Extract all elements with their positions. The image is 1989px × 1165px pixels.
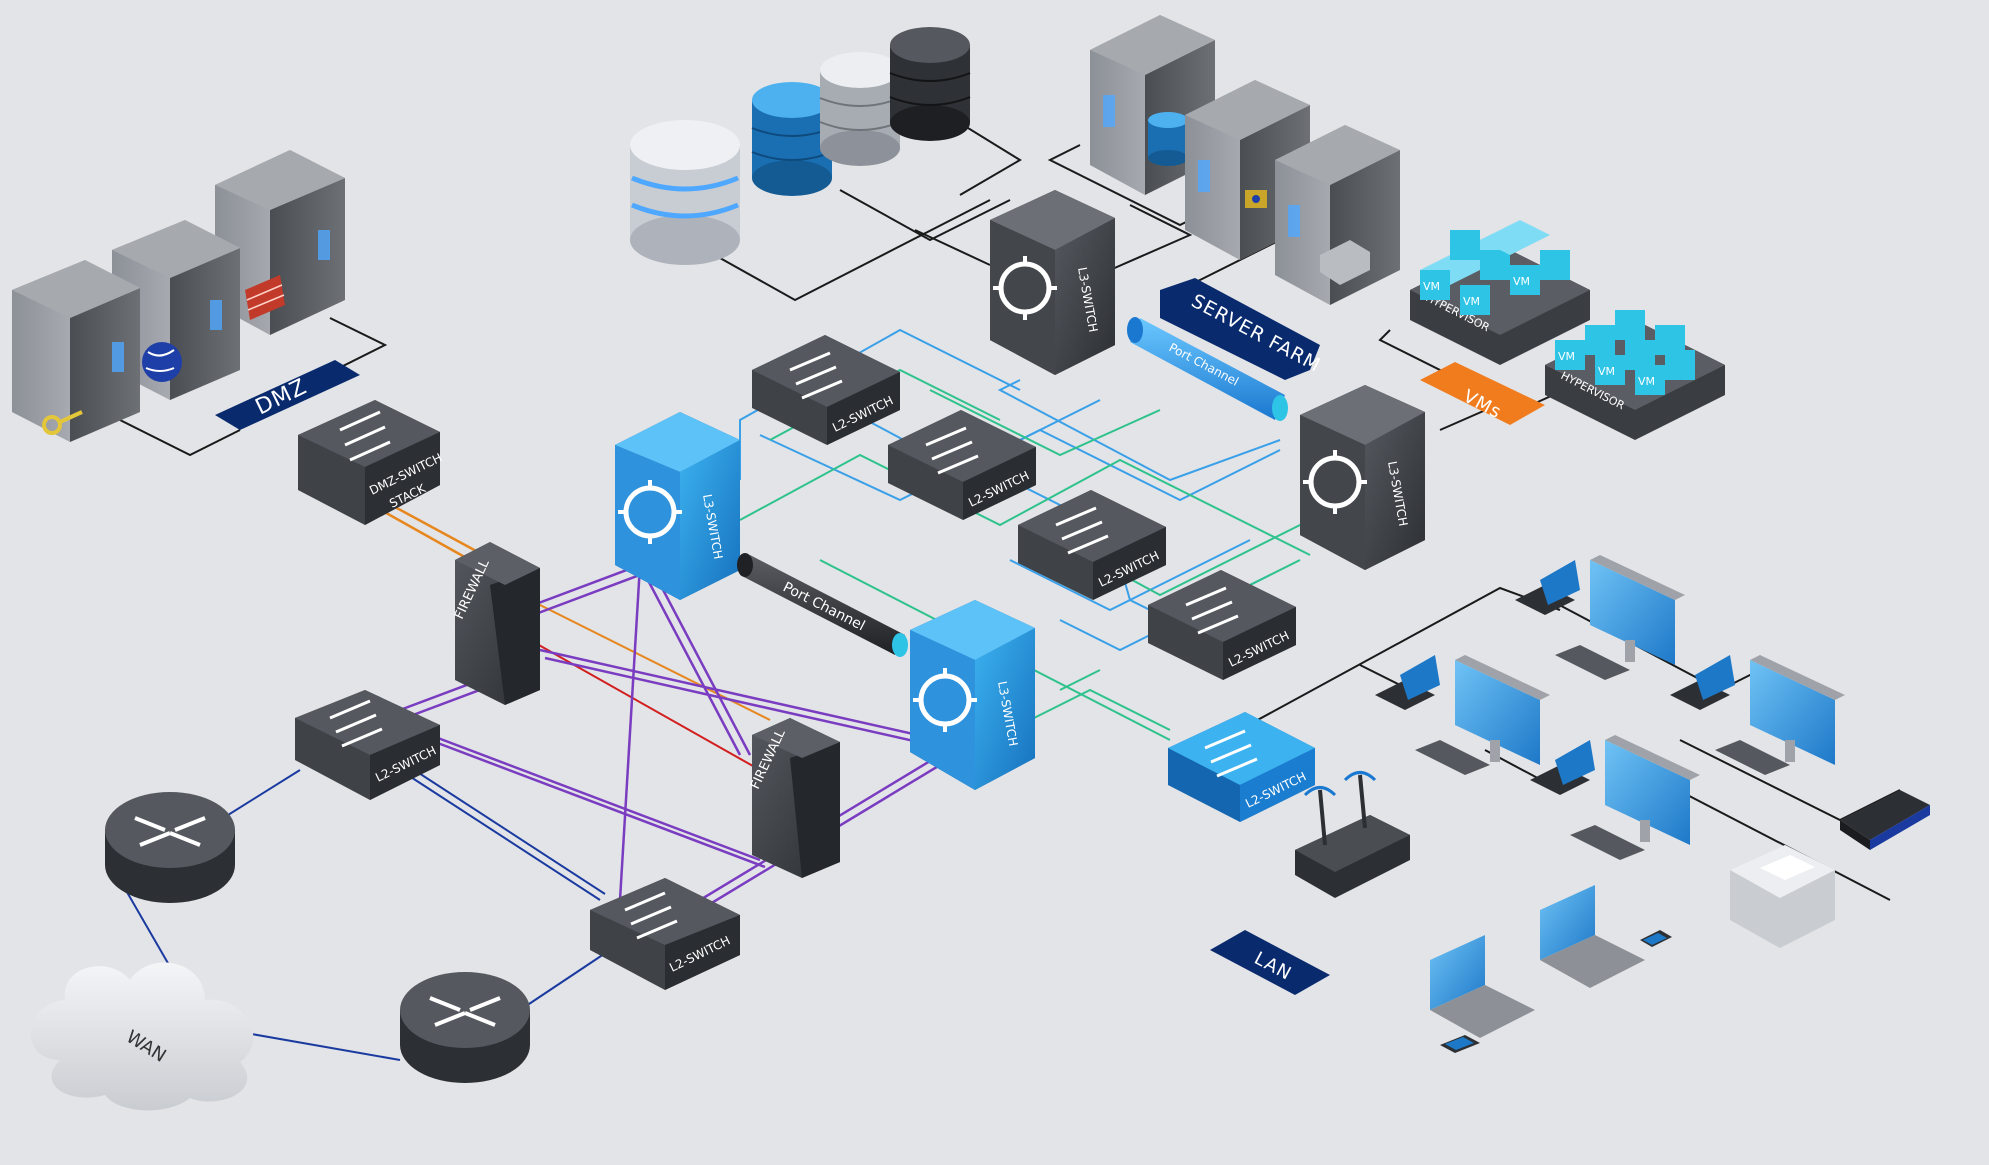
l2-switch-dist-3: L2-SWITCH (1018, 490, 1166, 600)
fw-red-link (529, 639, 761, 771)
db-link (839, 189, 1011, 242)
keyboard-icon (1570, 825, 1645, 860)
monitor-icon (1590, 555, 1685, 665)
database-icon (630, 120, 740, 265)
purple-link (429, 733, 761, 862)
hypervisor-2: HYPERVISOR VM VM VM (1545, 310, 1725, 440)
vm-label: VM (1513, 275, 1530, 288)
monitor-icon (1750, 655, 1845, 765)
wan-link (519, 949, 611, 1011)
l2-switch-wan-1: L2-SWITCH (295, 690, 440, 800)
ip-phone-icon (1515, 560, 1580, 615)
laptop-icon (1540, 885, 1645, 988)
db-link (954, 119, 1022, 196)
monitor-icon (1455, 655, 1550, 765)
firewall-2: FIREWALL (748, 718, 840, 878)
monitor-icon (1605, 735, 1700, 845)
database-icon (819, 52, 901, 166)
database-icon (1148, 112, 1188, 166)
vm-label: VM (1558, 350, 1575, 363)
l2-switch-dist-4: L2-SWITCH (1148, 570, 1296, 680)
dmz-link (119, 419, 241, 457)
lan-label: LAN (1210, 930, 1330, 995)
l2-switch-dist-1: L2-SWITCH (752, 335, 900, 445)
l2-switch-wan-2: L2-SWITCH (590, 878, 740, 990)
purple-link (434, 740, 766, 869)
l3-switch-core-2: L3-SWITCH (910, 600, 1035, 790)
dmz-label-text: DMZ (252, 374, 311, 420)
database-icon (889, 27, 971, 141)
vm-label: VM (1598, 365, 1615, 378)
server-link (1109, 204, 1193, 271)
brick-firewall-icon (245, 275, 285, 320)
vm-label: VM (1463, 295, 1480, 308)
ip-phone-icon (1670, 655, 1735, 710)
dmz-firewall-link (381, 498, 479, 554)
l3-switch-core-1: L3-SWITCH (615, 412, 740, 600)
green-mesh-link (929, 389, 1161, 457)
l3-switch-server-farm-2: L3-SWITCH (1300, 385, 1425, 570)
wireless-router-icon (1295, 771, 1410, 898)
l3-switch-server-farm: L3-SWITCH (990, 190, 1115, 375)
blue-mesh-link (1009, 539, 1251, 612)
lock-icon (1245, 190, 1267, 208)
purple-link (544, 656, 946, 750)
ip-phone-icon (1530, 740, 1595, 795)
port-channel-label: Port Channel (780, 579, 867, 634)
vm-cluster: VM VM VM (1555, 310, 1695, 395)
firewall-1: FIREWALL (452, 542, 540, 705)
db-link (719, 199, 991, 302)
tablet-icon (1440, 1035, 1480, 1053)
vms-label: VMs (1420, 362, 1545, 425)
purple-link (648, 564, 752, 756)
green-access-link (1029, 688, 1171, 731)
port-channel-core: Port Channel (737, 553, 908, 657)
purple-link (638, 564, 742, 756)
keyboard-icon (1555, 645, 1630, 680)
purple-link (618, 564, 642, 901)
blue-mesh-link (997, 379, 1281, 482)
smartphone-icon (1640, 930, 1672, 947)
router-icon (105, 792, 235, 903)
vm-label: VM (1638, 375, 1655, 388)
dmz-firewall-link (371, 503, 471, 562)
vm-label: VM (1423, 280, 1440, 293)
wan-link (404, 763, 606, 895)
server-icon (215, 150, 345, 335)
hypervisor-1: HYPERVISOR VM VM VM (1410, 220, 1590, 365)
wan-link (399, 769, 601, 901)
database-icon (751, 82, 833, 196)
keyboard-icon (1415, 740, 1490, 775)
router-icon (400, 972, 530, 1083)
key-icon (42, 410, 83, 435)
scanner-icon (1320, 240, 1370, 285)
wan-link (219, 769, 301, 821)
l2-switch-dist-2: L2-SWITCH (888, 410, 1036, 520)
globe-icon (142, 342, 182, 382)
printer-icon (1730, 845, 1835, 948)
cloud-icon: WAN (30, 962, 254, 1111)
dmz-zone: DMZ DMZ-SWITCH STACK (12, 150, 444, 525)
l2-switch-access: L2-SWITCH (1168, 712, 1315, 822)
dmz-switch-stack: DMZ-SWITCH STACK (298, 400, 444, 525)
purple-link (524, 571, 646, 620)
keyboard-icon (1715, 740, 1790, 775)
vm-cluster: VM VM VM (1420, 220, 1570, 315)
scanner-icon (1840, 790, 1930, 850)
purple-link (539, 648, 941, 742)
green-mesh-link (739, 453, 1311, 556)
ip-phone-icon (1375, 655, 1440, 710)
db-link (914, 229, 991, 266)
laptop-icon (1430, 935, 1535, 1038)
lan-link (1359, 664, 1401, 686)
server-icon (12, 260, 140, 442)
